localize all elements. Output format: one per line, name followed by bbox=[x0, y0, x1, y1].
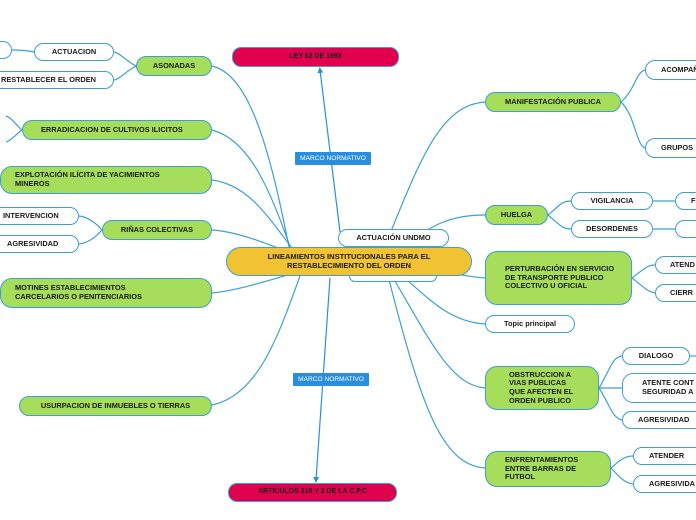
explotacion-node[interactable]: EXPLOTACIÓN ILÍCITA DE YACIMIENTOS MINER… bbox=[0, 166, 212, 194]
edge-group bbox=[5, 49, 696, 485]
marco-normativo-top-label[interactable]: MARCO NORMATIVO bbox=[295, 152, 371, 165]
grupos-node[interactable]: GRUPOS bbox=[645, 138, 696, 158]
desordenes-node[interactable]: DESORDENES bbox=[571, 220, 653, 238]
atente-line-2: SEGURIDAD A bbox=[642, 387, 694, 396]
agresividad-right-node[interactable]: AGRESIVIDAD bbox=[622, 411, 696, 429]
erradicacion-node[interactable]: ERRADICACION DE CULTIVOS ILICITOS bbox=[22, 120, 212, 140]
acompanamiento-node[interactable]: ACOMPAÑ bbox=[645, 60, 696, 80]
actuacion-undmo-node[interactable]: ACTUACIÓN UNDMO bbox=[338, 229, 449, 247]
rinas-colectivas-node[interactable]: RIÑAS COLECTIVAS bbox=[102, 220, 212, 240]
atente-seguridad-node[interactable]: ATENTE CONT SEGURIDAD A bbox=[622, 373, 696, 403]
vigilancia-node[interactable]: VIGILANCIA bbox=[571, 192, 653, 210]
intervencion-node[interactable]: INTERVENCION bbox=[0, 207, 79, 225]
manifestacion-publica-node[interactable]: MANIFESTACIÓN PUBLICA bbox=[485, 92, 621, 112]
atender-perturbacion-node[interactable]: ATEND bbox=[655, 256, 696, 274]
motines-node[interactable]: MOTINES ESTABLECIMIENTOS CARCELARIOS O P… bbox=[0, 278, 212, 308]
asonadas-node[interactable]: ASONADAS bbox=[136, 56, 212, 76]
restablecer-orden-node[interactable]: RESTABLECER EL ORDEN bbox=[0, 71, 114, 89]
atente-line-1: ATENTE CONT bbox=[642, 378, 695, 388]
huelga-node[interactable]: HUELGA bbox=[485, 205, 548, 225]
enfrentamientos-node[interactable]: ENFRENTAMIENTOS ENTRE BARRAS DE FUTBOL bbox=[485, 451, 611, 487]
usurpacion-node[interactable]: USURPACION DE INMUEBLES O TIERRAS bbox=[19, 396, 212, 416]
perturbacion-node[interactable]: PERTURBACIÓN EN SERVICIO DE TRANSPORTE P… bbox=[485, 251, 632, 305]
dialogo-node[interactable]: DIALOGO bbox=[622, 347, 690, 365]
atender-node[interactable]: ATENDER bbox=[633, 447, 696, 465]
central-topic[interactable]: LINEAMIENTOS INSTITUCIONALES PARA EL RES… bbox=[226, 247, 472, 276]
top-law-node[interactable]: LEY 62 DE 1993 bbox=[232, 47, 399, 67]
vigilancia-child-node[interactable]: F bbox=[675, 192, 696, 210]
agresividad-barras-node[interactable]: AGRESIVIDA bbox=[633, 475, 696, 493]
agresividad-left-node[interactable]: AGRESIVIDAD bbox=[0, 235, 79, 253]
obstruccion-node[interactable]: OBSTRUCCION A VIAS PUBLICAS QUE AFECTEN … bbox=[485, 366, 599, 410]
cierre-node[interactable]: CIERR bbox=[655, 284, 696, 302]
bottom-law-node[interactable]: ARTICULOS 218 Y 2 DE LA C.P.C bbox=[228, 483, 397, 502]
topic-principal-node[interactable]: Topic principal bbox=[485, 315, 575, 333]
actuacion-node[interactable]: ACTUACION bbox=[34, 43, 114, 61]
marco-normativo-bottom-label[interactable]: MARCO NORMATIVO bbox=[293, 373, 369, 386]
desordenes-child-node[interactable] bbox=[675, 220, 696, 238]
